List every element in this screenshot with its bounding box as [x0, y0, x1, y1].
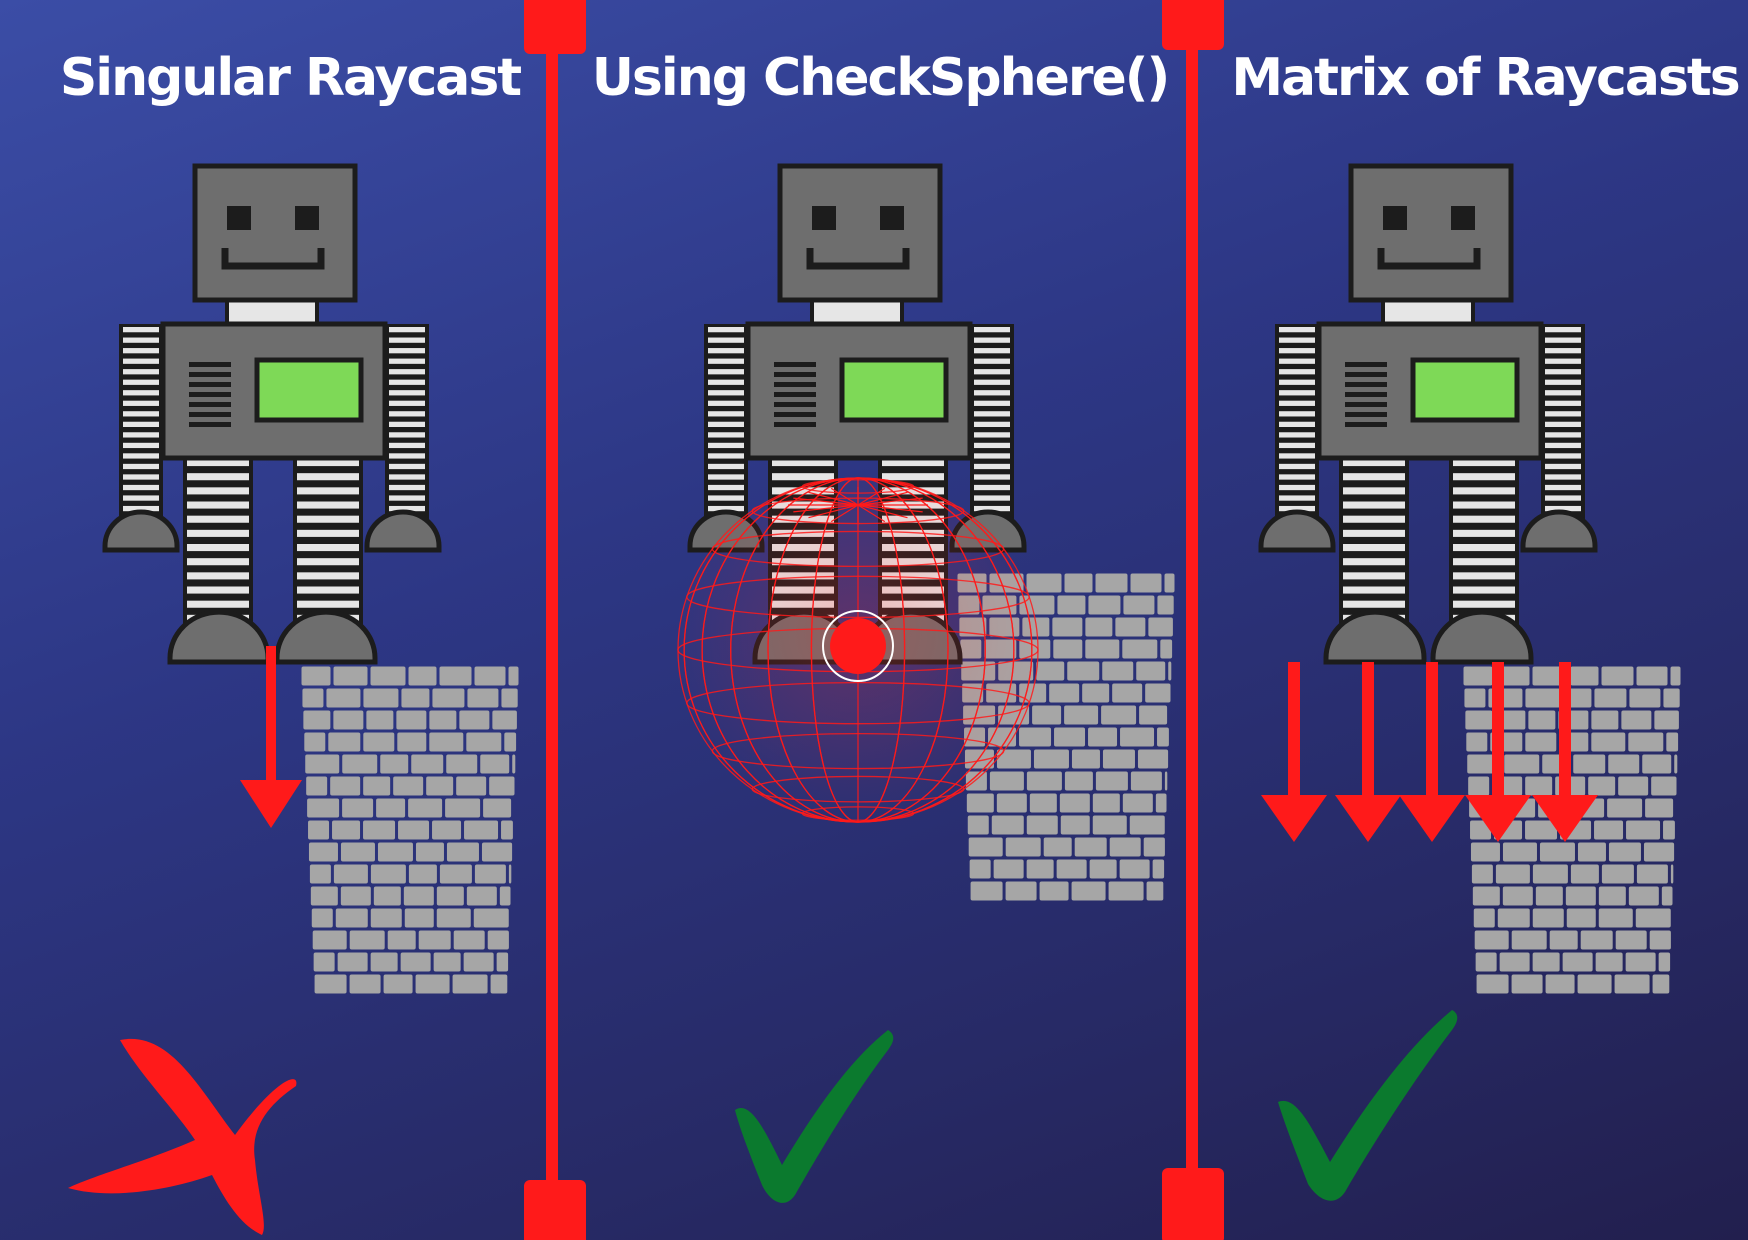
check-icon [735, 1030, 894, 1203]
divider-left [524, 0, 586, 1240]
raycast-arrow [240, 646, 302, 828]
divider-right [1162, 0, 1224, 1240]
raycast-arrow-matrix [1261, 662, 1598, 842]
panel-title-singular-raycast: Singular Raycast [59, 48, 522, 108]
brick-wall [301, 666, 519, 994]
check-icon [1278, 1010, 1458, 1201]
robot [102, 163, 442, 665]
panel-title-matrix-raycasts: Matrix of Raycasts [1231, 48, 1740, 108]
sphere-center-marker [822, 610, 894, 682]
robot [1258, 163, 1598, 665]
panel-title-checksphere: Using CheckSphere() [591, 48, 1171, 108]
cross-icon [68, 1038, 297, 1235]
